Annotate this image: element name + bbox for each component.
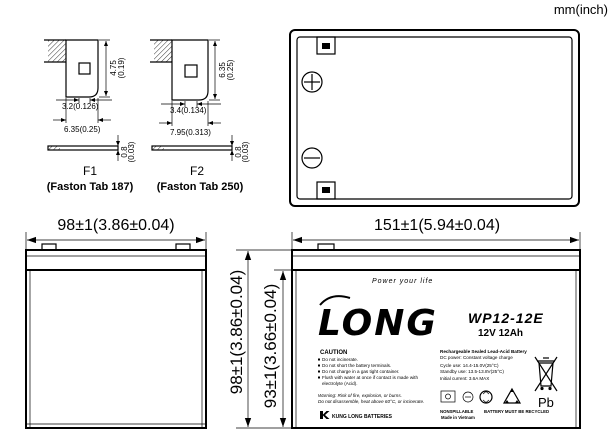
- hole-width-label: 3.2(0.126): [62, 102, 99, 111]
- tab-width-label: 6.35(0.25): [64, 125, 101, 134]
- logo-swoosh: [319, 295, 351, 306]
- total-height-label: 98±1(3.86±0.04): [227, 270, 246, 395]
- brand-tagline: Power your life: [372, 278, 433, 285]
- minus-terminal-icon: [301, 147, 323, 169]
- recycle-icon: [479, 390, 493, 404]
- caution-line: Do not short the battery terminals.: [322, 363, 391, 368]
- maker-name: KUNG LONG BATTERIES: [332, 414, 393, 420]
- bullet: [318, 364, 320, 367]
- bullet: [318, 358, 320, 361]
- caution-line: electrolyte (Acid).: [322, 381, 358, 386]
- top-terminal-negative: [316, 181, 336, 200]
- battery-top-view: [289, 29, 580, 207]
- spec-line: Initial current: 3.6A MAX: [440, 376, 489, 381]
- terminal-f2-name: F2: [190, 164, 204, 178]
- post-hatching: [48, 40, 66, 62]
- recycle-triangle-icon: [502, 387, 522, 404]
- bullet: [318, 370, 320, 373]
- read-manual-icon: [440, 390, 456, 403]
- terminal-f1-caption: (Faston Tab 187): [47, 181, 134, 193]
- plus-terminal-icon: [301, 71, 323, 93]
- spec-line: Standby use: 13.5-13.8V(25°C): [440, 369, 504, 374]
- top-view-outer-outline: [289, 29, 580, 207]
- terminal-f2-drawing: 6.35 (0.25) 3.4(0.134) 7.95(0.313) 0.8 (…: [150, 39, 250, 193]
- kung-long-logo-icon: [320, 411, 330, 419]
- terminal-f1-name: F1: [83, 164, 97, 178]
- tab-height-mm: 4.75: [109, 60, 118, 76]
- units-label: mm(inch): [554, 2, 608, 17]
- footer-nonspillable: NONSPILLABLE: [440, 409, 474, 414]
- front-body-outline: [25, 249, 207, 429]
- terminal-f1-drawing: 4.75 (0.19) 3.2(0.126) 6.35(0.25) 0.8 (0…: [44, 39, 136, 193]
- tab-outline: [171, 39, 209, 101]
- caution-line: Flush with water at once if contact is m…: [322, 375, 418, 380]
- terminal-f2-caption: (Faston Tab 250): [157, 181, 244, 193]
- caution-title: CAUTION: [320, 350, 347, 356]
- battery-label: Power your life LONG WP12-12E 12V 12Ah C…: [318, 278, 558, 420]
- crossed-bin-icon: [534, 356, 558, 392]
- warning-line: Warning: Risk of fire, explosion, or bur…: [318, 393, 402, 398]
- tab-height-mm: 6.35: [218, 62, 227, 78]
- battery-side-view: 151±1(5.94±0.04) Power your life LONG WP…: [291, 217, 581, 429]
- bullet: [318, 376, 320, 379]
- tab-hole: [184, 64, 198, 78]
- footer-recycle-notice: BATTERY MUST BE RECYCLED: [484, 409, 549, 414]
- spec-line: Rechargeable Sealed Lead-Acid Battery: [440, 349, 527, 354]
- tab-width-label: 7.95(0.313): [170, 128, 211, 137]
- top-terminal-negative-tab: [322, 187, 330, 193]
- model-number: WP12-12E: [468, 310, 544, 326]
- voltage-capacity-rating: 12V 12Ah: [478, 328, 523, 339]
- post-hatching: [154, 40, 172, 62]
- tab-thickness-mm: 0.8: [234, 146, 243, 158]
- warning-line: Do not disassemble, heat above 60°C, or …: [318, 399, 424, 404]
- tab-side-hatching: [48, 146, 60, 150]
- length-dimension-label: 151±1(5.94±0.04): [374, 217, 500, 234]
- tab-side-hatching: [152, 146, 164, 150]
- spec-line: Cycle use: 14.4-15.0V(25°C): [440, 363, 499, 368]
- width-dimension-label: 98±1(3.86±0.04): [57, 217, 174, 234]
- spec-line: DC power: Constant voltage charge: [440, 355, 513, 360]
- side-body-outline: [291, 249, 581, 429]
- tab-height-in: (0.25): [226, 59, 235, 80]
- tab-thickness-in: (0.03): [241, 141, 250, 162]
- tab-hole: [78, 62, 91, 75]
- caution-line: Do not charge in a gas tight container.: [322, 369, 399, 374]
- battery-front-view: 98±1(3.86±0.04): [25, 217, 207, 429]
- top-view-inner-outline: [296, 36, 573, 200]
- height-dimensions: 98±1(3.86±0.04) 93±1(3.66±0.04): [227, 249, 292, 429]
- container-height-label: 93±1(3.66±0.04): [261, 284, 280, 409]
- tab-thickness-mm: 0.8: [120, 146, 129, 158]
- tab-thickness-in: (0.03): [127, 141, 136, 162]
- top-terminal-positive: [316, 36, 336, 55]
- footer-origin: Made in Vietnam: [441, 415, 475, 420]
- tab-outline: [65, 39, 99, 98]
- hole-width-label: 3.4(0.134): [170, 106, 207, 115]
- tab-height-in: (0.19): [117, 57, 126, 78]
- top-terminal-positive-tab: [322, 43, 330, 49]
- certification-mark-icon: [462, 391, 474, 403]
- brand-logo: LONG: [318, 303, 438, 344]
- caution-line: Do not incinerate.: [322, 357, 358, 362]
- lead-symbol: Pb: [538, 395, 554, 410]
